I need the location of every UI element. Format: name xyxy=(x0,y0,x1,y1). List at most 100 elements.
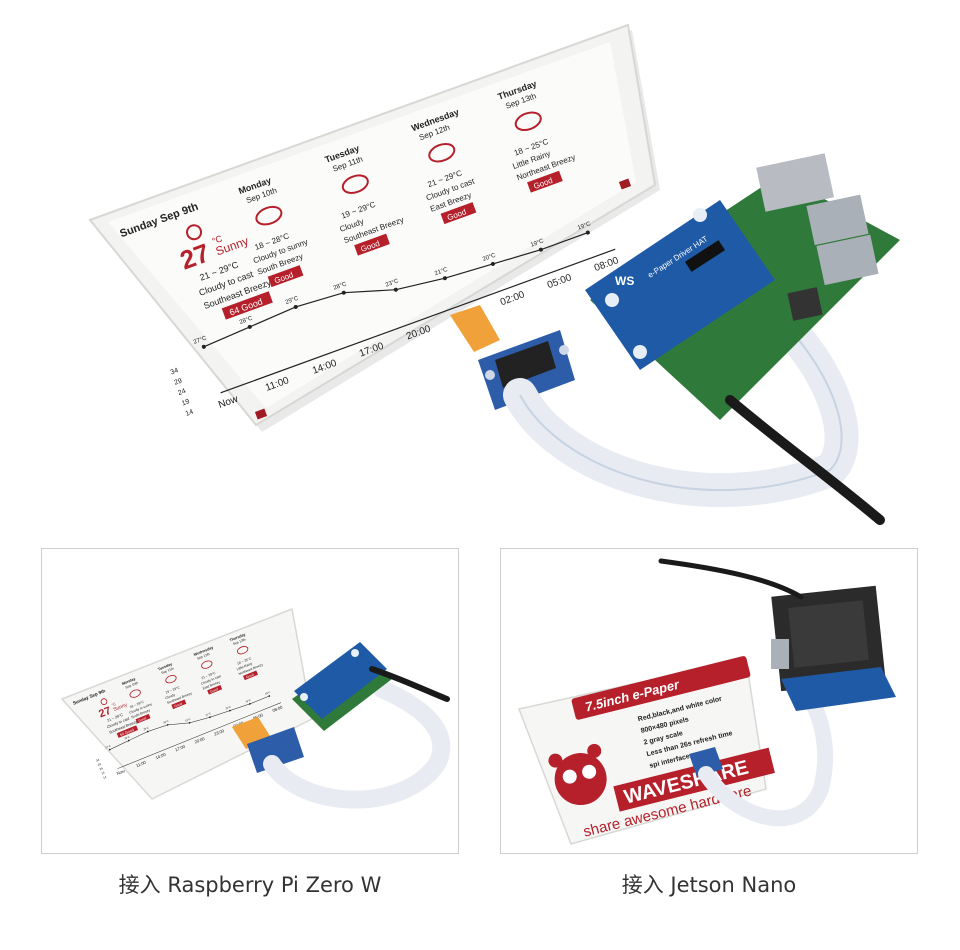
ytick-1: 29 xyxy=(97,762,102,767)
ytick-1: 29 xyxy=(173,378,183,387)
ytick-0: 34 xyxy=(95,758,100,763)
panel-jetson-nano: 7.5inch e-Paper Red,black,and white colo… xyxy=(500,548,918,854)
hourly-time-6: 02:00 xyxy=(499,289,527,308)
sun-icon xyxy=(100,698,108,706)
hourly-line xyxy=(109,695,270,750)
caption-jetson-nano: 接入 Jetson Nano xyxy=(621,873,797,897)
forecast-range-1: 18 ~ 28°C xyxy=(129,700,145,710)
cloud-icon-2 xyxy=(341,174,369,194)
forecast-desc1-4: Little Rainy xyxy=(236,661,253,671)
ytick-2: 24 xyxy=(177,388,187,397)
hourly-temp-6: 20°C xyxy=(482,252,497,262)
hourly-temp-3: 28°C xyxy=(333,281,348,291)
jetson-setup-illustration: 7.5inch e-Paper Red,black,and white colo… xyxy=(517,558,896,845)
cloud-icon-3 xyxy=(201,660,213,669)
temp-unit: °C xyxy=(111,702,117,707)
cloud-icon-3 xyxy=(428,142,456,163)
panda-logo-icon xyxy=(548,743,607,806)
forecast-range-2: 19 ~ 29°C xyxy=(165,685,181,695)
adapter-board xyxy=(478,330,575,410)
hourly-time-3: 17:00 xyxy=(174,744,186,753)
forecast-day-2: Tuesday xyxy=(157,662,173,672)
ytick-0: 34 xyxy=(170,367,180,376)
aqi-badge-1 xyxy=(267,265,304,288)
forecast-desc1-2: Cloudy xyxy=(164,693,175,701)
current-temp: 27 xyxy=(97,705,113,721)
forecast-date-4: Sep 13th xyxy=(232,637,246,646)
hourly-temp-1: 28°C xyxy=(239,315,254,325)
hourly-axis xyxy=(117,702,282,769)
hourly-line xyxy=(203,231,589,348)
hourly-temp-1: 28°C xyxy=(124,735,131,740)
forecast-day-3: Wednesday xyxy=(193,645,215,657)
hourly-temp-2: 29°C xyxy=(143,726,150,731)
driver-hat: WS e-Paper Driver HAT xyxy=(585,200,775,370)
cloud-icon-1 xyxy=(129,689,141,698)
hourly-temp-4: 23°C xyxy=(185,718,192,723)
hourly-temp-0: 27°C xyxy=(193,335,208,345)
aqi-text-3: Good xyxy=(209,687,218,694)
hat-logo: WS xyxy=(615,274,634,288)
aqi-text-2: Good xyxy=(174,702,183,709)
aqi-text-0: 64 Good xyxy=(120,728,135,737)
forecast-desc1-3: Cloudy to cast xyxy=(200,674,221,686)
sun-icon xyxy=(186,224,203,241)
forecast-date-3: Sep 12th xyxy=(196,652,210,661)
aqi-badge-3 xyxy=(440,202,477,225)
hourly-time-7: 05:00 xyxy=(252,712,264,721)
hourly-temp-3: 28°C xyxy=(163,720,170,725)
ytick-2: 24 xyxy=(99,766,104,771)
aqi-text-1: Good xyxy=(138,716,147,723)
aqi-badge-2 xyxy=(171,699,187,710)
forecast-range-3: 21 ~ 29°C xyxy=(201,671,217,681)
caption-raspberry-pi-zero: 接入 Raspberry Pi Zero W xyxy=(118,873,382,897)
aqi-badge-2 xyxy=(354,233,390,256)
current-condition: Sunny xyxy=(113,702,129,713)
cloud-icon-1 xyxy=(255,205,283,226)
hourly-temp-5: 21°C xyxy=(205,712,212,717)
hourly-temp-8: 19°C xyxy=(577,221,592,231)
temp-unit: °C xyxy=(211,233,224,246)
hourly-axis xyxy=(220,248,616,394)
hourly-time-2: 14:00 xyxy=(155,751,167,760)
forecast-range-0: 21 ~ 29°C xyxy=(107,713,124,723)
small-adapter-board xyxy=(247,727,304,773)
hourly-temp-7: 19°C xyxy=(530,238,545,248)
cloud-icon-2 xyxy=(165,674,177,684)
jetson-power-cable xyxy=(658,558,804,600)
hourly-temp-7: 19°C xyxy=(245,699,252,704)
fpc-cable xyxy=(450,305,500,352)
hourly-time-8: 08:00 xyxy=(272,704,284,713)
forecast-date-1: Sep 10th xyxy=(125,681,139,690)
forecast-desc2-1: South Breezy xyxy=(131,708,151,719)
aqi-badge-1 xyxy=(135,713,151,724)
hourly-time-1: 11:00 xyxy=(135,759,147,768)
ytick-3: 19 xyxy=(101,770,106,775)
hourly-time-0: Now xyxy=(116,768,127,776)
aqi-badge-0 xyxy=(116,725,139,738)
hourly-time-7: 05:00 xyxy=(546,272,574,291)
hourly-time-5: 23:00 xyxy=(213,728,225,737)
hourly-temp-5: 21°C xyxy=(434,267,449,277)
ytick-3: 19 xyxy=(181,398,191,407)
forecast-desc2-3: East Breezy xyxy=(202,680,221,691)
hourly-temp-2: 29°C xyxy=(285,296,300,306)
ytick-4: 14 xyxy=(102,775,107,780)
aqi-badge-4 xyxy=(243,670,258,681)
forecast-range-4: 18 ~ 25°C xyxy=(237,656,253,666)
hourly-temp-0: 27°C xyxy=(105,745,112,750)
power-cable xyxy=(725,395,885,525)
pi-zero-board xyxy=(292,642,392,731)
cloud-icon-4 xyxy=(236,646,249,655)
hourly-temp-8: 19°C xyxy=(264,691,271,696)
hourly-temp-4: 23°C xyxy=(385,278,400,288)
aqi-badge-4 xyxy=(527,170,563,193)
forecast-date-2: Sep 11th xyxy=(161,666,175,675)
aqi-badge-3 xyxy=(207,684,223,695)
jetson-nano-board xyxy=(771,585,896,711)
hourly-time-4: 20:00 xyxy=(194,736,206,745)
